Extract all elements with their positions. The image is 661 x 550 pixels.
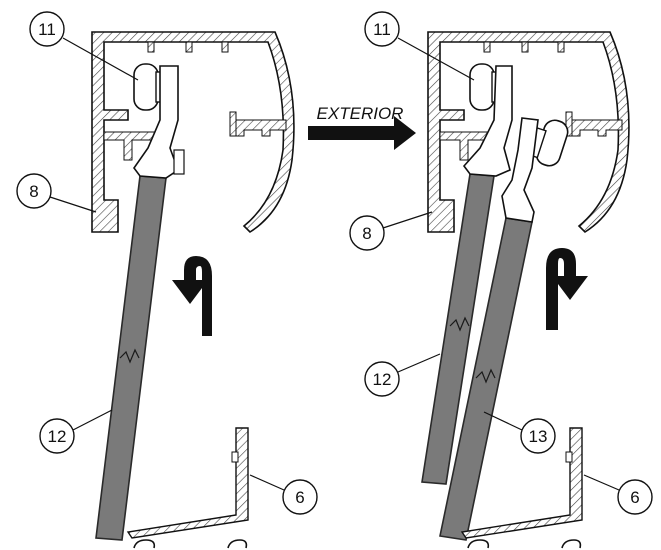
left-profile-wall <box>91 31 295 234</box>
right-rib-2 <box>521 41 529 53</box>
left-sill-hook-1 <box>133 539 156 549</box>
callout-12-left: 12 <box>48 427 67 446</box>
right-arrow-icon <box>308 116 416 150</box>
left-hinge-arm <box>133 65 179 179</box>
left-hinge-clip <box>173 149 185 175</box>
left-sill-hook-2 <box>227 539 248 549</box>
left-sill-notch <box>231 451 239 463</box>
right-rotation-arrow <box>546 248 588 330</box>
left-assembly: 11 8 12 6 <box>16 11 318 549</box>
right-hinge-arm-12 <box>462 65 513 177</box>
left-side-tab <box>229 111 237 137</box>
right-side-arm <box>567 119 623 137</box>
right-rib-1 <box>483 41 491 53</box>
right-panel-13-break-mark <box>475 368 496 384</box>
u-turn-arrow-icon <box>172 256 212 336</box>
left-sill-profile <box>126 427 249 549</box>
u-turn-arrow-icon <box>546 248 588 330</box>
callout-8-left: 8 <box>29 182 38 201</box>
right-panel-12-break-mark <box>449 316 470 332</box>
left-rib-2 <box>185 41 193 53</box>
exterior-indicator: EXTERIOR <box>308 104 416 150</box>
right-sill-hook-2 <box>561 539 582 549</box>
left-roller-wheel <box>133 63 159 111</box>
right-roller-wheel-12 <box>469 63 495 111</box>
left-rotation-arrow <box>172 256 212 336</box>
callout-8-right: 8 <box>362 224 371 243</box>
right-hinge-arm-13 <box>501 117 539 223</box>
left-frame-profile <box>91 31 295 234</box>
callout-6-left: 6 <box>295 488 304 507</box>
right-sill-profile <box>460 427 583 549</box>
right-hinge-assembly-13 <box>501 117 569 223</box>
left-panel-break-mark <box>119 348 140 364</box>
left-rib-1 <box>147 41 155 53</box>
right-side-tab <box>565 111 573 137</box>
callout-13-right: 13 <box>529 427 548 446</box>
left-callouts: 11 8 12 6 <box>16 11 318 515</box>
left-sill-body <box>126 427 249 539</box>
left-hinge-assembly <box>133 63 185 179</box>
left-rib-3 <box>221 41 229 53</box>
right-sill-body <box>460 427 583 539</box>
right-hinge-assembly-12 <box>462 63 513 177</box>
right-sill-hook-1 <box>467 539 490 549</box>
callout-12-right: 12 <box>373 370 392 389</box>
callout-6-right: 6 <box>630 488 639 507</box>
callout-11-left: 11 <box>38 20 56 39</box>
right-profile-wall <box>427 31 630 234</box>
left-side-arm <box>231 119 287 137</box>
right-assembly: 11 8 12 13 6 <box>349 11 653 549</box>
right-sill-notch <box>565 451 573 463</box>
exterior-label: EXTERIOR <box>317 104 404 123</box>
right-rib-3 <box>557 41 565 53</box>
right-callouts: 11 8 12 13 6 <box>349 11 653 515</box>
callout-11-right: 11 <box>373 20 391 39</box>
